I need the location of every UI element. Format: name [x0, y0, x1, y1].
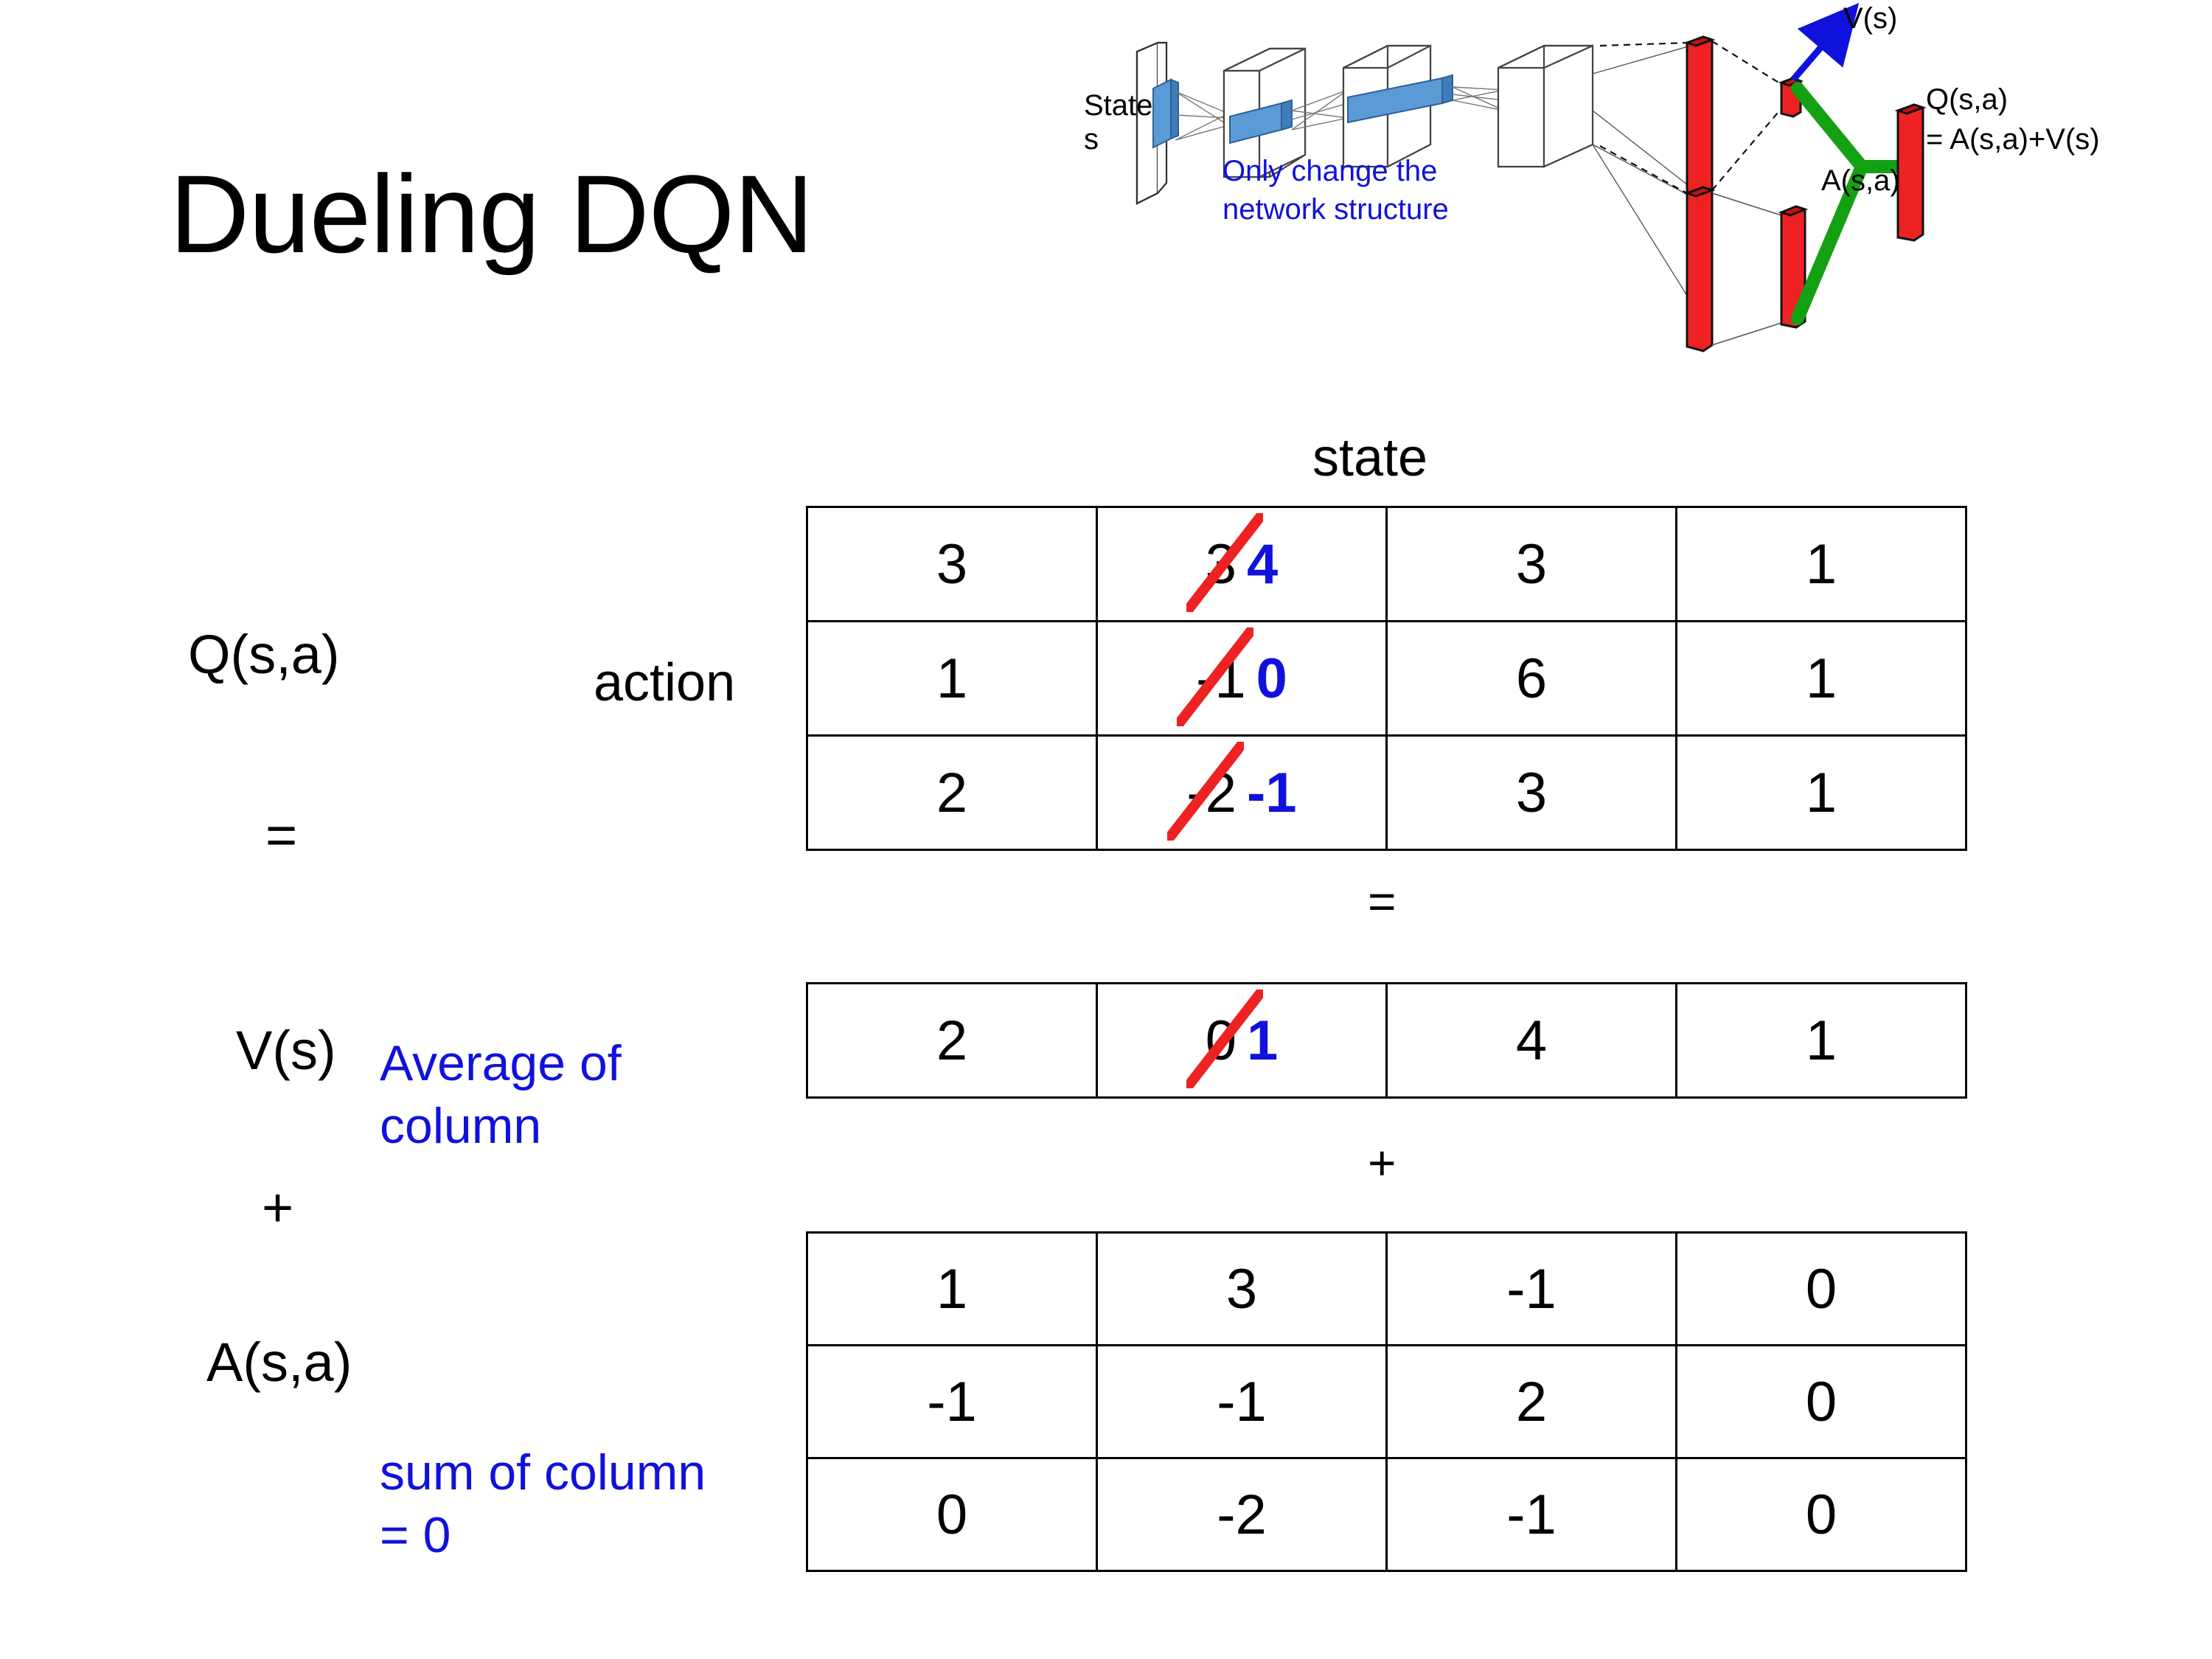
q-output-bar-icon — [1894, 103, 1927, 242]
plus-sign-2: + — [1368, 1135, 1397, 1190]
diagram-q-label-line2: = A(s,a)+V(s) — [1926, 123, 2100, 156]
a-cell-r1c1: -1 — [1096, 1344, 1388, 1459]
input-plane-icon — [1135, 41, 1168, 205]
q-cell-r0c3: 1 — [1675, 506, 1967, 622]
edited-value: -2 -1 — [1167, 741, 1297, 841]
conv-patch-2-icon — [1347, 74, 1453, 124]
connector-fan-2 — [1291, 89, 1349, 131]
diagram-q-label: Q(s,a) = A(s,a)+V(s) — [1926, 80, 2100, 159]
v-cell-c0: 2 — [806, 982, 1098, 1099]
state-label-line1: State — [1084, 89, 1153, 122]
conv-patch-1-icon — [1229, 99, 1293, 145]
state-label-line2: s — [1084, 123, 1099, 156]
q-function-label: Q(s,a) — [188, 624, 340, 685]
equals-sign-2: = — [1368, 874, 1397, 928]
new-value: 1 — [1247, 1009, 1279, 1072]
diagram-v-label: V(s) — [1843, 2, 1898, 35]
state-axis-label: state — [1312, 428, 1428, 487]
a-cell-r2c3: 0 — [1675, 1457, 1967, 1572]
a-cell-r0c1: 3 — [1096, 1231, 1388, 1346]
value-stream-bar-icon — [1683, 35, 1716, 198]
edited-value: -1 0 — [1177, 627, 1287, 726]
table-row: 2 0 1 4 1 — [806, 982, 1967, 1099]
table-row: 3 3 4 3 1 — [806, 506, 1967, 622]
v-cell-c3: 1 — [1675, 982, 1967, 1099]
q-cell-r2c3: 1 — [1675, 734, 1967, 851]
new-value: 4 — [1247, 532, 1279, 596]
page-title: Dueling DQN — [170, 152, 814, 276]
diagram-state-label: State s — [1084, 88, 1152, 156]
advantage-output-bar-icon — [1778, 205, 1809, 329]
table-row: -1 -1 2 0 — [806, 1344, 1967, 1459]
q-cell-r0c2: 3 — [1385, 506, 1677, 622]
connector-fan-3 — [1452, 86, 1505, 111]
advantage-stream-bar-icon — [1683, 186, 1716, 352]
v-cell-c2: 4 — [1385, 982, 1677, 1099]
value-dashed-links — [1599, 41, 1787, 194]
q-cell-r2c2: 3 — [1385, 734, 1677, 851]
q-cell-r2c1: -2 -1 — [1096, 734, 1388, 851]
connector-fan-1 — [1175, 91, 1229, 141]
q-cell-r1c0: 1 — [806, 620, 1098, 737]
conv-block-3-icon — [1497, 44, 1594, 168]
diagram-q-label-line1: Q(s,a) — [1926, 83, 2008, 116]
value-arrow-icon — [1790, 2, 1860, 82]
old-value: 0 — [1186, 989, 1264, 1088]
table-row: 1 3 -1 0 — [806, 1231, 1967, 1346]
note-sum-of-column: sum of column = 0 — [380, 1444, 706, 1563]
a-cell-r1c0: -1 — [806, 1344, 1098, 1459]
a-cell-r1c2: 2 — [1385, 1344, 1677, 1459]
table-row: 2 -2 -1 3 1 — [806, 734, 1967, 851]
plus-sign-1: + — [262, 1177, 294, 1238]
advantage-links — [1711, 192, 1787, 346]
a-cell-r0c0: 1 — [806, 1231, 1098, 1346]
diagram-a-label: A(s,a) — [1821, 164, 1900, 197]
a-cell-r2c0: 0 — [806, 1457, 1098, 1572]
edited-value: 0 1 — [1186, 989, 1279, 1088]
diagram-note: Only change the network structure — [1222, 152, 1532, 229]
a-cell-r0c3: 0 — [1675, 1231, 1967, 1346]
input-patch-icon — [1152, 78, 1179, 149]
a-cell-r1c3: 0 — [1675, 1344, 1967, 1459]
edited-value: 3 4 — [1186, 512, 1279, 612]
network-svg — [1135, 2, 1927, 352]
a-cell-r2c1: -2 — [1096, 1457, 1388, 1572]
q-cell-r0c1: 3 4 — [1096, 506, 1388, 622]
equals-sign-1: = — [265, 804, 298, 866]
a-function-label: A(s,a) — [206, 1332, 352, 1393]
old-value: -2 — [1167, 741, 1244, 841]
new-value: -1 — [1247, 761, 1297, 824]
old-value: 3 — [1186, 512, 1264, 612]
table-row: 0 -2 -1 0 — [806, 1457, 1967, 1572]
v-function-label: V(s) — [236, 1020, 336, 1081]
old-value: -1 — [1177, 627, 1253, 726]
diagram-note-text: Only change the network structure — [1222, 155, 1449, 226]
new-value: 0 — [1256, 647, 1287, 710]
combine-green-link — [1791, 82, 1909, 325]
q-cell-r0c0: 3 — [806, 506, 1098, 622]
note-average-of-column: Average of column — [380, 1035, 622, 1154]
q-cell-r1c2: 6 — [1385, 620, 1677, 737]
dueling-network-diagram: State s Only change the network structur… — [1084, 0, 2212, 413]
q-cell-r2c0: 2 — [806, 734, 1098, 851]
split-connectors — [1592, 44, 1697, 310]
v-value-table: 2 0 1 4 1 — [806, 982, 1967, 1099]
advantage-value-table: 1 3 -1 0 -1 -1 2 0 0 -2 -1 0 — [806, 1231, 1967, 1572]
v-cell-c1: 0 1 — [1096, 982, 1388, 1099]
table-row: 1 -1 0 6 1 — [806, 620, 1967, 737]
q-cell-r1c1: -1 0 — [1096, 620, 1388, 737]
a-cell-r0c2: -1 — [1385, 1231, 1677, 1346]
action-axis-label: action — [594, 653, 736, 712]
a-cell-r2c2: -1 — [1385, 1457, 1677, 1572]
q-cell-r1c3: 1 — [1675, 620, 1967, 737]
q-value-table: 3 3 4 3 1 1 -1 0 6 1 2 — [806, 506, 1967, 851]
